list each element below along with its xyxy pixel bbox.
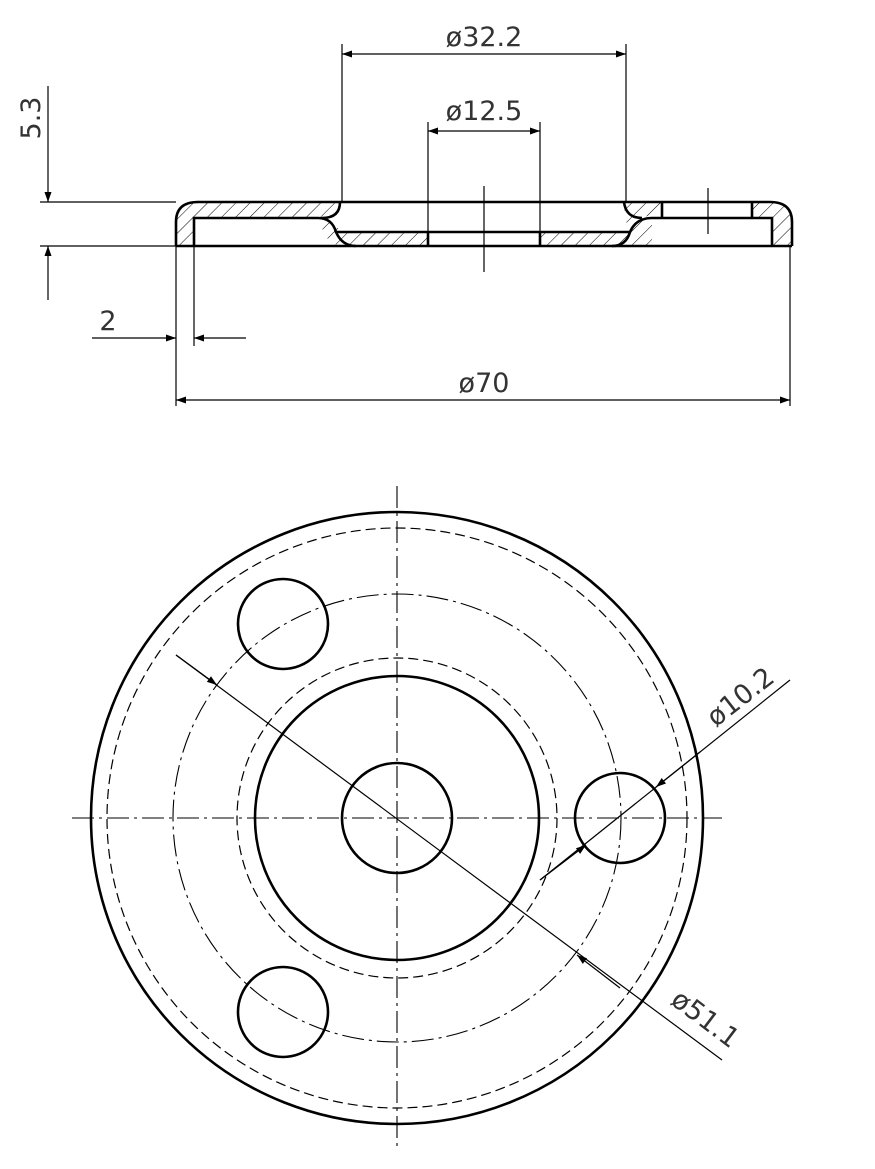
dim-hole-diameter: ø12.5 (427, 96, 541, 232)
outer-edge (89, 510, 705, 1126)
bolt-hole-top-left (236, 577, 330, 671)
boss-edge (253, 674, 541, 962)
dim-boss-diameter-text: ø32.2 (446, 22, 523, 53)
side-view: ø32.2 ø12.5 5.3 2 ø70 (16, 22, 794, 406)
dim-height-text: 5.3 (16, 97, 47, 140)
dim-height: 5.3 (16, 86, 176, 300)
dim-outer-diameter: ø70 (176, 246, 791, 406)
top-view: ø51.1 ø10.2 (72, 486, 791, 1150)
dim-wall: 2 (92, 246, 246, 406)
dim-bolt-circle-text: ø51.1 (665, 984, 745, 1055)
hidden-flange-edge (106, 527, 688, 1109)
dim-hole-diameter-text: ø12.5 (446, 96, 523, 127)
dim-outer-diameter-text: ø70 (459, 368, 510, 399)
center-hole (340, 761, 454, 875)
section-outline (174, 186, 794, 272)
bolt-hole-right (573, 771, 667, 865)
dim-wall-text: 2 (99, 306, 116, 337)
bolt-hole-bottom-left (236, 965, 330, 1059)
hidden-boss-edge (236, 657, 558, 979)
dim-boss-diameter: ø32.2 (341, 22, 627, 202)
dim-bolt-hole: ø10.2 (539, 661, 791, 881)
bolt-circle (172, 593, 622, 1043)
